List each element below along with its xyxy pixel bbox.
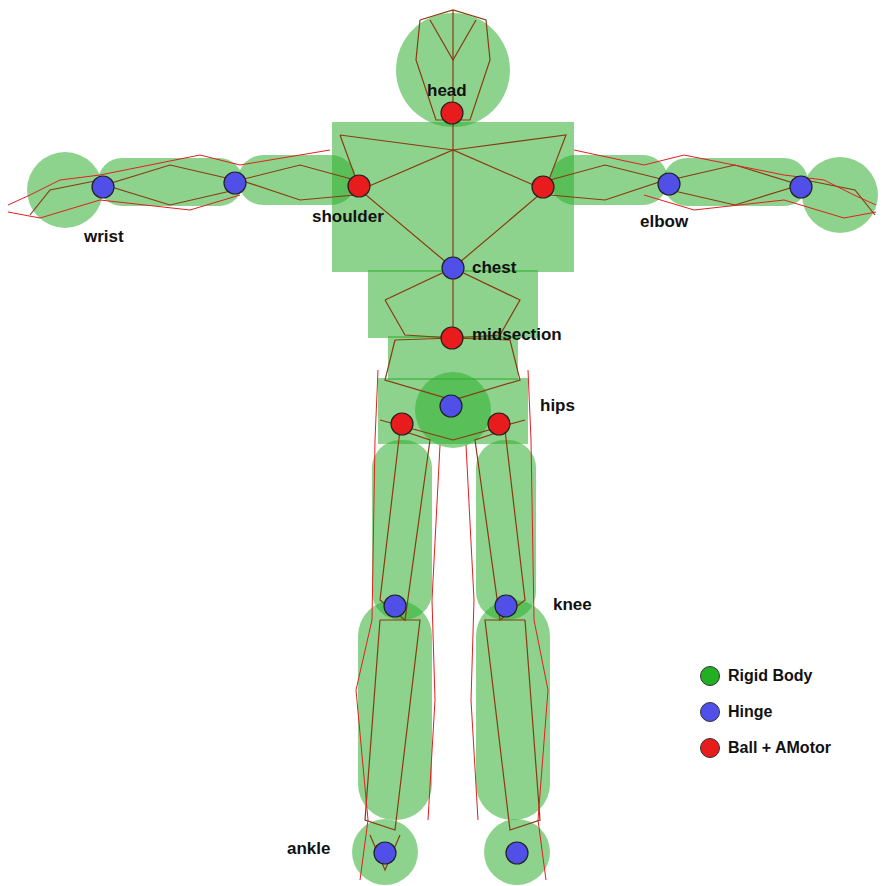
legend-swatch [700,702,720,722]
joint-label: wrist [84,228,124,247]
joint-label: chest [472,259,516,278]
joint-label: ankle [287,840,330,859]
legend-text: Rigid Body [728,667,812,685]
joint-label: knee [553,596,592,615]
joint-label: hips [540,397,575,416]
joint-label: elbow [640,213,688,232]
joint-label: midsection [472,326,562,345]
legend-swatch [700,666,720,686]
legend-text: Ball + AMotor [728,739,831,757]
joint-label: head [427,82,467,101]
legend-swatch [700,738,720,758]
legend-text: Hinge [728,703,772,721]
joint-label: shoulder [312,208,384,227]
